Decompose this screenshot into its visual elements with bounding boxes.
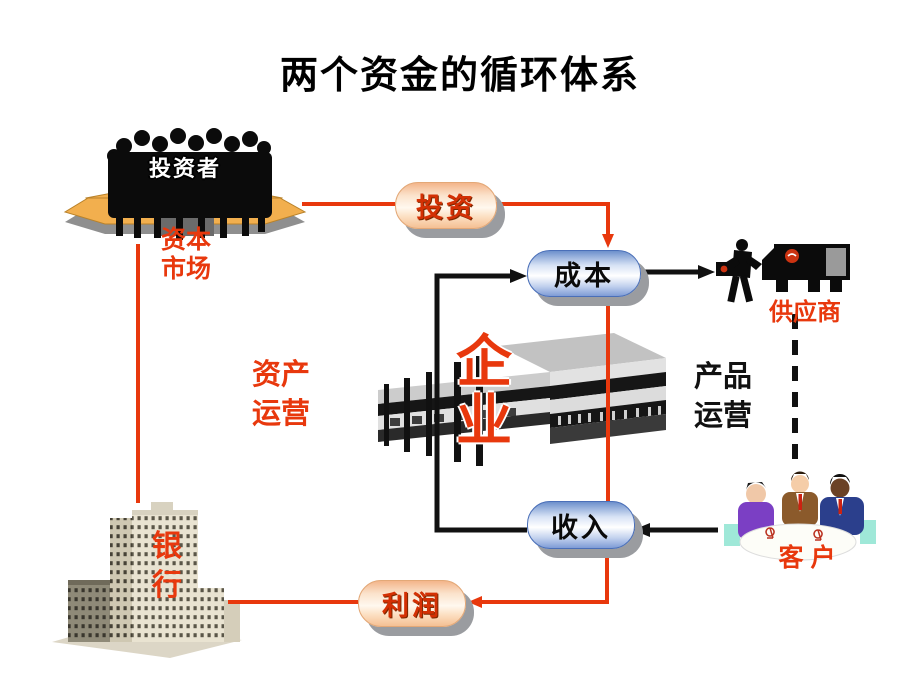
customers-meeting-image [724, 471, 876, 561]
investors-label: 投资者 [148, 156, 221, 181]
bank-building-image [52, 502, 242, 658]
product-operation-label: 产品 运营 [693, 361, 752, 433]
investment-node: 投资 [395, 182, 497, 229]
capital-market-label: 资本 市场 [160, 226, 211, 283]
asset-operation-label: 资产 运营 [251, 359, 310, 431]
supplier-label: 供应商 [769, 299, 841, 326]
arrow-income-to-profit [468, 547, 609, 608]
supplier-truck-image [716, 239, 850, 303]
bank-label: 银 行 [152, 530, 182, 602]
arrow-income-loop-to-cost [434, 269, 527, 533]
arrow-investment-to-cost [495, 202, 614, 248]
cost-node-label: 成本 [554, 261, 614, 291]
page-title: 两个资金的循环体系 [279, 55, 640, 97]
income-node: 收入 [527, 501, 635, 549]
profit-node: 利润 [358, 580, 466, 627]
enterprise-building-image [378, 333, 666, 466]
enterprise-label: 企 业 [456, 330, 512, 453]
investors-crowd-image [63, 128, 307, 240]
investment-node-label: 投资 [416, 193, 476, 223]
customer-label: 客 户 [778, 544, 836, 572]
profit-node-label: 利润 [382, 591, 442, 621]
income-node-label: 收入 [551, 512, 611, 543]
cost-node: 成本 [527, 250, 641, 297]
